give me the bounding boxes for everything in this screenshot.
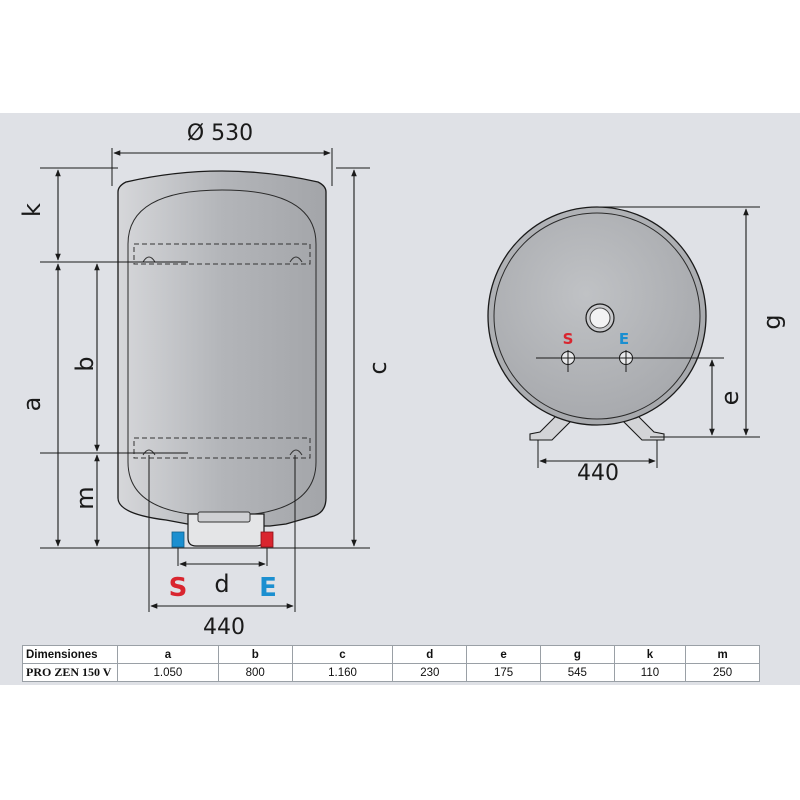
label-e: e: [716, 391, 744, 406]
dimensions-table: Dimensiones a b c d e g k m PRO ZEN 150 …: [22, 645, 760, 682]
table-cell: 250: [685, 663, 760, 682]
table-cell: 110: [613, 663, 687, 682]
label-g: g: [758, 314, 786, 329]
label-k: k: [18, 203, 46, 217]
label-inlet-e-side: E: [619, 330, 629, 348]
table-header-cell: m: [685, 645, 760, 664]
table-header-cell: k: [613, 645, 687, 664]
table-header-cell: Dimensiones: [22, 645, 118, 664]
front-bracket-hook: [289, 449, 303, 456]
front-tank-inner-outline: [127, 189, 317, 517]
inlet-pipe: [260, 531, 274, 548]
table-model-cell: PRO ZEN 150 V: [22, 663, 118, 682]
label-outlet-s-side: S: [563, 330, 574, 348]
table-header-cell: b: [217, 645, 293, 664]
side-view: [487, 206, 707, 441]
label-a: a: [18, 397, 46, 412]
label-b: b: [71, 356, 99, 371]
front-bracket-hook: [289, 256, 303, 263]
side-center-port-inner: [589, 307, 611, 329]
front-control-slot: [197, 511, 251, 523]
label-m: m: [71, 486, 99, 509]
label-inlet-e: E: [259, 573, 277, 603]
front-tank-body: [117, 170, 327, 527]
outlet-pipe: [171, 531, 185, 548]
table-cell: 1.160: [291, 663, 394, 682]
front-reference-lines: [40, 148, 370, 612]
front-view: [117, 170, 327, 548]
table-row: PRO ZEN 150 V 1.050 800 1.160 230 175 54…: [22, 663, 760, 682]
table-header-cell: d: [392, 645, 468, 664]
side-dimension-arrows: [539, 208, 749, 464]
front-lower-band: [133, 437, 311, 459]
table-cell: 545: [539, 663, 615, 682]
front-dimension-arrows: [55, 150, 357, 609]
table-cell: 230: [392, 663, 468, 682]
front-upper-band: [133, 243, 311, 265]
label-c: c: [364, 361, 392, 374]
table-cell: 1.050: [117, 663, 219, 682]
side-tank-inner: [493, 212, 701, 420]
label-outlet-s: S: [169, 573, 188, 603]
table-header-cell: c: [291, 645, 394, 664]
label-d: d: [214, 570, 229, 598]
table-header-cell: e: [466, 645, 541, 664]
front-bracket-hook: [142, 256, 156, 263]
side-reference-lines: [536, 206, 760, 468]
table-header-cell: g: [539, 645, 615, 664]
table-cell: 800: [217, 663, 293, 682]
label-diameter: Ø 530: [187, 121, 253, 146]
table-header-cell: a: [117, 645, 219, 664]
front-bracket-hook: [142, 449, 156, 456]
label-width-side: 440: [577, 461, 619, 486]
table-header-row: Dimensiones a b c d e g k m: [22, 645, 760, 664]
table-cell: 175: [466, 663, 541, 682]
label-width-front: 440: [203, 615, 245, 640]
